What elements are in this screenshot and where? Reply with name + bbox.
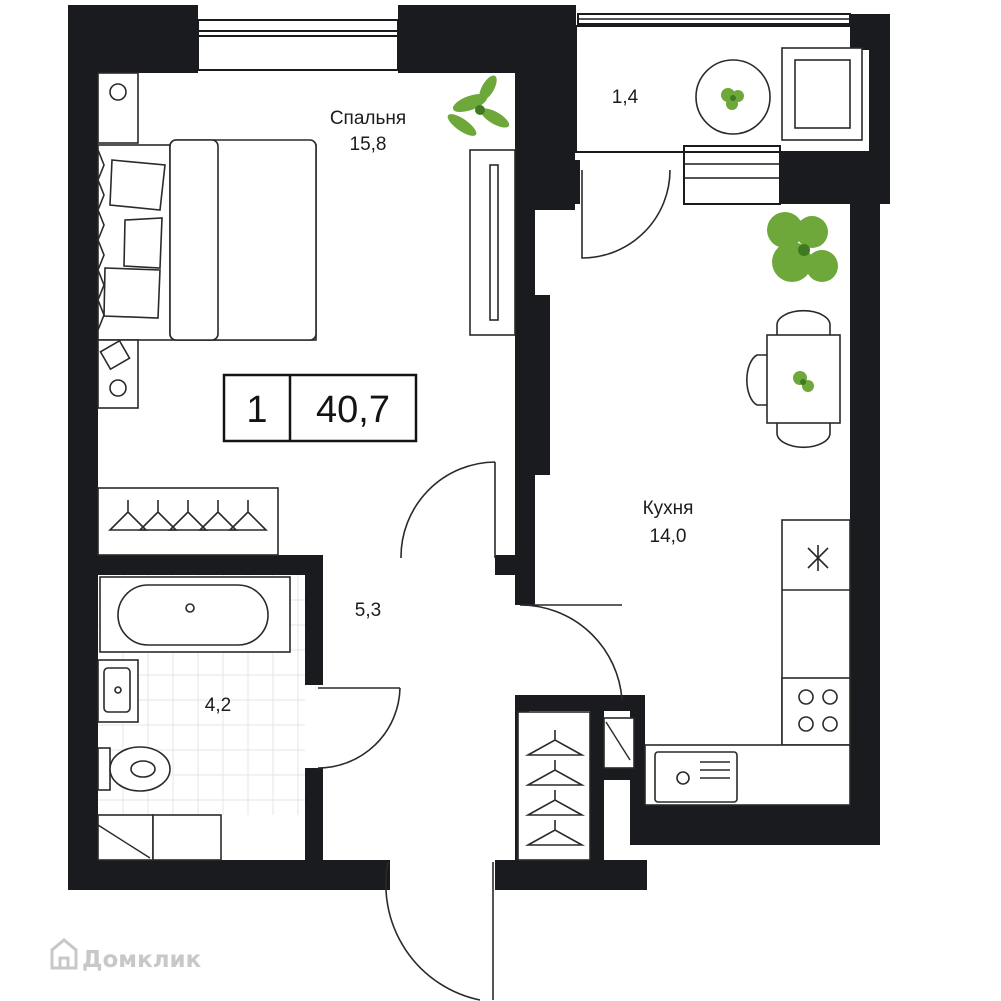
plant-bedroom <box>447 75 510 136</box>
bedroom-area: 15,8 <box>350 134 387 155</box>
doors <box>317 169 671 1001</box>
watermark: Домклик <box>50 938 202 973</box>
wardrobe-bedroom <box>469 149 516 336</box>
nightstands <box>97 72 139 409</box>
balcony-table <box>695 59 771 135</box>
clothes-rack <box>97 487 279 556</box>
hallway-area: 5,3 <box>355 600 381 621</box>
plant-kitchen <box>767 212 838 282</box>
dining-table <box>746 309 841 449</box>
room-count: 1 <box>246 389 267 431</box>
toilet <box>97 746 171 792</box>
total-area: 40,7 <box>316 389 390 431</box>
kitchen-name: Кухня <box>643 498 694 519</box>
balcony-chair <box>781 47 863 141</box>
hallway-closet <box>517 711 635 861</box>
bathtub <box>99 576 291 653</box>
bathroom-area: 4,2 <box>205 695 231 716</box>
balcony-area: 1,4 <box>612 87 639 108</box>
bed <box>97 139 317 341</box>
windows <box>197 13 871 205</box>
watermark-text: Домклик <box>82 947 202 973</box>
room-labels: Спальня 15,8 1,4 Кухня 14,0 5,3 4,2 <box>205 87 694 716</box>
home-logo-icon <box>50 938 78 970</box>
bedroom-name: Спальня <box>330 108 406 129</box>
bathroom-cabinet <box>97 814 222 861</box>
walls <box>68 5 890 890</box>
kitchen-counter <box>644 519 851 806</box>
summary-badge: 1 40,7 <box>222 373 418 443</box>
washbasin <box>97 659 139 723</box>
kitchen-area: 14,0 <box>650 526 687 547</box>
